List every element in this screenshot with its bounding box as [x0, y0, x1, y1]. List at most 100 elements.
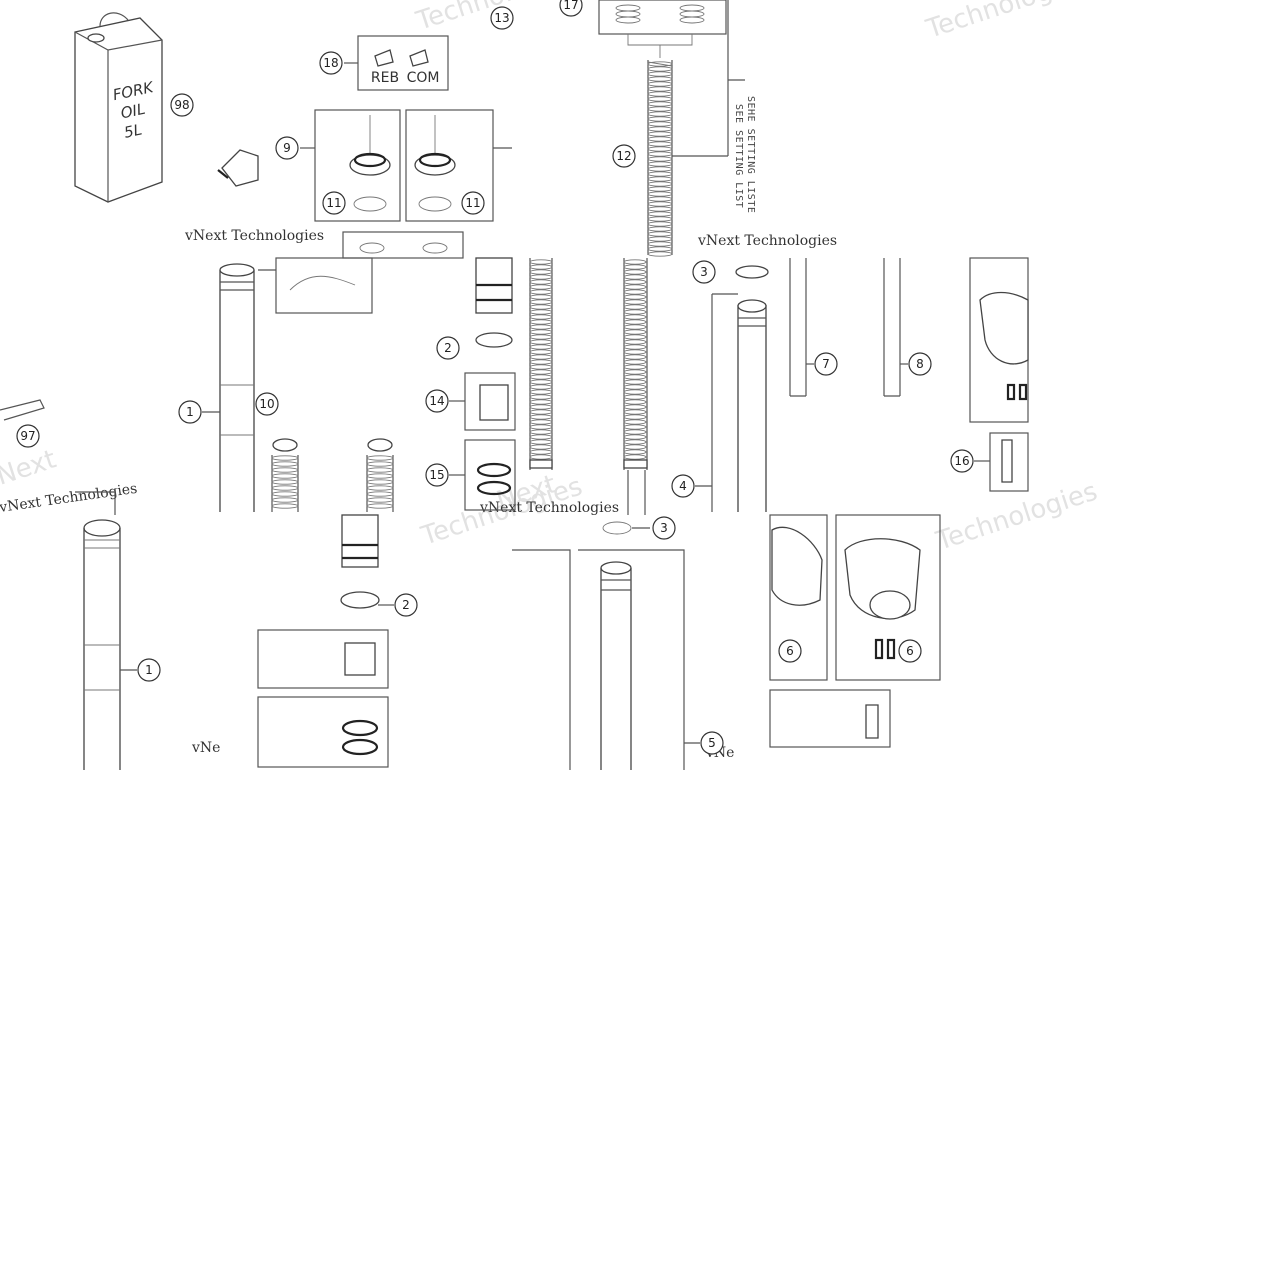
seal-kit-mid	[449, 257, 516, 511]
spring-coil	[271, 461, 299, 467]
spring-coil	[647, 61, 673, 67]
spring-coil	[623, 404, 647, 410]
spring-coil	[647, 136, 673, 142]
spring-coil	[623, 289, 647, 295]
callout-11: 11	[322, 191, 346, 215]
spring-coil	[647, 166, 673, 172]
spring-coil	[529, 329, 553, 335]
spring-coil	[647, 106, 673, 112]
spring-coil	[623, 364, 647, 370]
spring-coil	[366, 455, 394, 461]
watermark-text: vNext Technologies	[184, 228, 324, 244]
svg-text:8: 8	[916, 357, 924, 371]
watermark-text: vNext Technologies	[697, 233, 837, 249]
callout-14: 14	[425, 389, 449, 413]
callout-11: 11	[461, 191, 485, 215]
spring-coil	[647, 226, 673, 232]
spring-coil	[623, 344, 647, 350]
spring-coil	[529, 269, 553, 275]
callout-6: 6	[778, 639, 802, 663]
spring-coil	[647, 211, 673, 217]
spring-coil	[529, 339, 553, 345]
callout-1: 1	[178, 400, 202, 424]
main-spring: SEHE SETTING LISTE SEE SETTING LIST	[647, 0, 756, 257]
spring-coil	[366, 467, 394, 473]
spring-coil	[647, 181, 673, 187]
svg-text:13: 13	[494, 11, 509, 25]
spring-coil	[529, 439, 553, 445]
spring-coil	[529, 359, 553, 365]
spring-coil	[529, 279, 553, 285]
spring-coil	[647, 176, 673, 182]
spring-coil	[647, 221, 673, 227]
spring-coil	[623, 429, 647, 435]
spring-coil	[366, 479, 394, 485]
spring-coil	[647, 91, 673, 97]
setting-note: SEE SETTING LIST	[733, 104, 744, 208]
spring-coil	[647, 146, 673, 152]
svg-text:4: 4	[679, 479, 687, 493]
callout-9: 9	[275, 136, 299, 160]
watermark-text: vNext Technologies	[0, 481, 138, 516]
spring-coil	[623, 329, 647, 335]
watermark-text: Technologies	[922, 0, 1091, 45]
watermark-text: Technologies	[932, 477, 1101, 557]
spring-coil	[529, 319, 553, 325]
setting-note: SEHE SETTING LISTE	[745, 96, 756, 213]
callout-7: 7	[814, 352, 838, 376]
spring-coil	[623, 394, 647, 400]
outer-tube-lower	[512, 521, 700, 770]
callout-5: 5	[700, 731, 724, 755]
spring-coil	[647, 96, 673, 102]
spring-coil	[529, 314, 553, 320]
callout-1: 1	[137, 658, 161, 682]
callout-layer: 98 18 13 17 9 11 11 12 2 14 15 1 10 97 3…	[16, 0, 974, 755]
callout-4: 4	[671, 474, 695, 498]
spring-coil	[529, 344, 553, 350]
spring-coil	[623, 384, 647, 390]
spring-coil	[623, 284, 647, 290]
spring-coil	[271, 485, 299, 491]
inner-tubes	[789, 258, 908, 397]
spring-coil	[623, 324, 647, 330]
callout-2: 2	[436, 336, 460, 360]
spring-coil	[623, 304, 647, 310]
spring-coil	[623, 334, 647, 340]
spring-coil	[271, 455, 299, 461]
spring-coil	[623, 434, 647, 440]
spring-coil	[647, 206, 673, 212]
spring-coil	[366, 497, 394, 503]
spring-coil	[647, 81, 673, 87]
svg-text:17: 17	[563, 0, 578, 12]
spring-coil	[647, 131, 673, 137]
spring-coil	[271, 497, 299, 503]
cartridge-box	[300, 109, 512, 259]
spring-coil	[623, 439, 647, 445]
spring-coil	[271, 467, 299, 473]
spring-coil	[623, 444, 647, 450]
svg-text:11: 11	[326, 196, 341, 210]
grease-tube	[217, 149, 259, 187]
spring-coil	[529, 374, 553, 380]
spring-coil	[271, 503, 299, 509]
callout-2: 2	[394, 593, 418, 617]
spring-coil	[623, 279, 647, 285]
callout-15: 15	[425, 463, 449, 487]
watermark-text: vNe	[191, 740, 220, 756]
spring-coil	[647, 196, 673, 202]
spring-coil	[647, 186, 673, 192]
fork-oil-can: FORK OIL 5L	[74, 12, 163, 203]
spring-coil	[623, 354, 647, 360]
spring-coil	[623, 294, 647, 300]
svg-text:12: 12	[616, 149, 631, 163]
spring-coil	[529, 399, 553, 405]
spring-coil	[529, 294, 553, 300]
spring-coil	[647, 86, 673, 92]
spring-coil	[529, 289, 553, 295]
spring-coil	[529, 429, 553, 435]
fork-tube-upper	[202, 257, 373, 512]
spring-coil	[623, 454, 647, 460]
spring-coil	[647, 246, 673, 252]
spring-coil	[647, 141, 673, 147]
spring-coil	[529, 259, 553, 265]
